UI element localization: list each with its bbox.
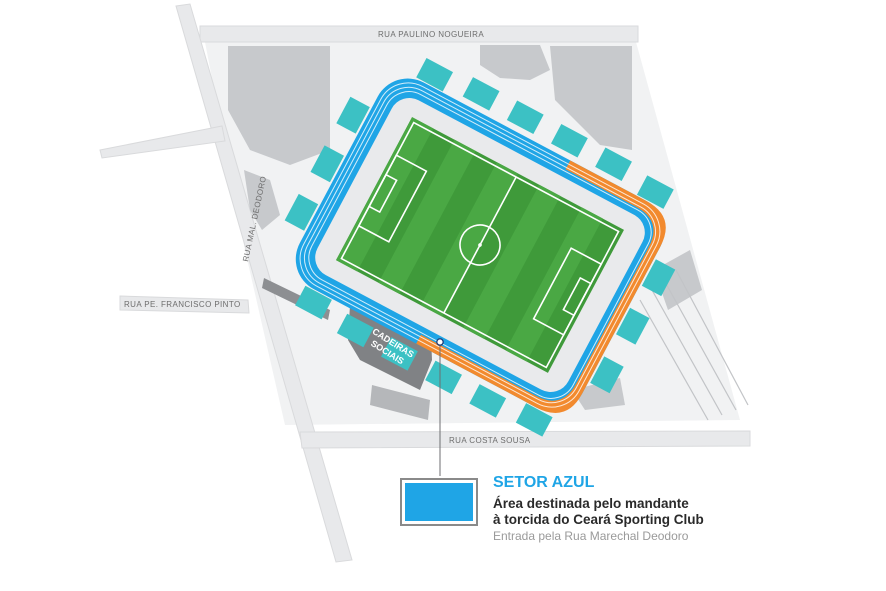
street-label-south: RUA COSTA SOUSA bbox=[449, 436, 531, 445]
legend-description-line1: Área destinada pelo mandante bbox=[493, 496, 689, 511]
stadium bbox=[284, 58, 676, 437]
seating-blocks bbox=[284, 58, 676, 437]
road-side bbox=[99, 125, 226, 159]
legend-swatch-fill bbox=[405, 483, 473, 521]
legend-title: SETOR AZUL bbox=[493, 474, 595, 491]
parking-lot bbox=[639, 269, 749, 421]
legend-entrance: Entrada pela Rua Marechal Deodoro bbox=[493, 529, 689, 543]
legend-swatch bbox=[400, 478, 478, 526]
street-label-side: RUA PE. FRANCISCO PINTO bbox=[124, 300, 241, 309]
orange-sector-ring bbox=[416, 160, 666, 413]
legend-description: Área destinada pelo mandante à torcida d… bbox=[493, 496, 704, 528]
street-label-north: RUA PAULINO NOGUEIRA bbox=[378, 30, 484, 39]
legend-description-line2: à torcida do Ceará Sporting Club bbox=[493, 512, 704, 527]
sector-legend: SETOR AZUL Área destinada pelo mandante … bbox=[400, 474, 870, 554]
legend-pointer-dot bbox=[436, 338, 444, 346]
road-south bbox=[299, 430, 751, 449]
football-pitch bbox=[336, 117, 624, 373]
road-side-2 bbox=[119, 295, 250, 314]
